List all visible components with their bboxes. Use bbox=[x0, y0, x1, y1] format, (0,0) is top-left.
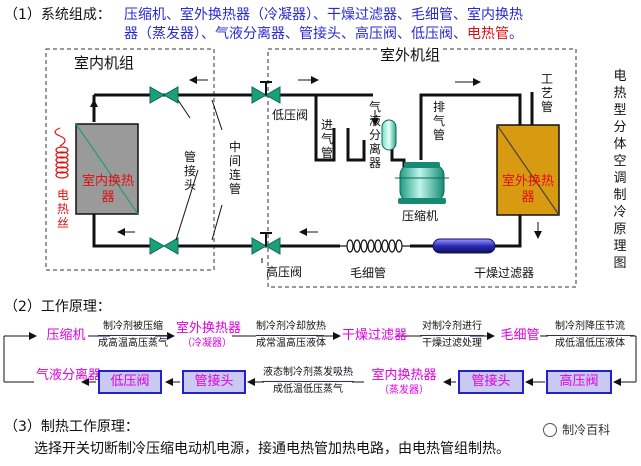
components-line1: 压缩机、室外换热器（冷凝器）、干燥过滤器、毛细管、室内换热 bbox=[124, 7, 523, 23]
flow-outdoor-hx: 室外换热器 （冷凝器） bbox=[176, 321, 242, 351]
flow-low-valve: 低压阀 bbox=[98, 370, 162, 394]
pipe-joint-label: 管接头 bbox=[183, 150, 196, 192]
process-throttle: 制冷剂降压节流 成低温低压液体 bbox=[546, 319, 634, 352]
flow-compressor: 压缩机 bbox=[46, 328, 86, 343]
flow-outdoor-hx-label: 室外换热器 bbox=[176, 321, 242, 336]
components-end: 。 bbox=[509, 26, 523, 42]
section3-body: 选择开关切断制冷压缩电动机电源，接通电热管加热电路，由电热管组制热。 bbox=[34, 441, 510, 457]
indoor-unit-boundary bbox=[45, 48, 215, 271]
components-line2: 器（蒸发器）、气液分离器、管接头、高压阀、低压阀、 bbox=[124, 26, 467, 42]
process-pipe-label: 工艺管 bbox=[540, 72, 553, 114]
process-filter: 对制冷剂进行 干燥过滤处理 bbox=[420, 319, 484, 352]
process-condense: 制冷剂冷却放热 成常温高压液体 bbox=[256, 319, 326, 352]
flow-joint-b: 管接头 bbox=[458, 370, 524, 394]
high-valve-label: 高压阀 bbox=[266, 265, 303, 279]
indoor-hx-label: 室内换热器 bbox=[82, 174, 135, 205]
outdoor-hx-label: 室外换热器 bbox=[501, 174, 554, 205]
flow-high-valve: 高压阀 bbox=[546, 370, 612, 394]
flow-indoor-hx: 室内换热器 （蒸发器） bbox=[362, 368, 446, 398]
heater-wire-label: 电热丝 bbox=[56, 188, 69, 230]
side-title: 电热型分体空调制冷原理图 bbox=[613, 69, 627, 271]
gas-liquid-separator bbox=[381, 119, 397, 151]
flow-indoor-hx-label: 室内换热器 bbox=[371, 368, 437, 383]
process-evaporate: 液态制冷剂蒸发吸热 成低温低压蒸气 bbox=[262, 365, 354, 398]
low-valve-label: 低压阀 bbox=[272, 108, 309, 122]
separator-label: 气液分离器 bbox=[368, 100, 381, 170]
components-line2-wrap: 器（蒸发器）、气液分离器、管接头、高压阀、低压阀、电热管。 bbox=[124, 23, 523, 43]
heater-coil bbox=[54, 127, 69, 179]
compressor-body bbox=[395, 162, 449, 204]
outdoor-unit-title: 室外机组 bbox=[378, 44, 443, 65]
low-pressure-valve bbox=[251, 81, 281, 104]
watermark-text: 制冷百科 bbox=[562, 423, 611, 437]
filter-label: 干燥过滤器 bbox=[474, 266, 535, 280]
flow-joint-a: 管接头 bbox=[182, 370, 246, 394]
watermark: 制冷百科 bbox=[540, 418, 614, 439]
pipes bbox=[92, 92, 534, 248]
leader-lines bbox=[175, 99, 263, 263]
drying-filter bbox=[432, 238, 496, 254]
section2-heading: （2）工作原理： bbox=[4, 299, 111, 315]
process-condense-top: 制冷剂冷却放热 bbox=[256, 319, 326, 336]
flow-capillary: 毛细管 bbox=[500, 328, 540, 343]
process-compress: 制冷剂被压缩 成高温高压蒸气 bbox=[98, 319, 168, 352]
indoor-unit-title: 室内机组 bbox=[74, 54, 135, 72]
process-compress-top: 制冷剂被压缩 bbox=[98, 319, 168, 336]
valve-indoor-top bbox=[149, 86, 179, 104]
wechat-icon bbox=[543, 422, 557, 437]
section1-heading: （1）系统组成： bbox=[4, 7, 111, 23]
compressor-label: 压缩机 bbox=[402, 209, 439, 223]
capillary-label: 毛细管 bbox=[350, 266, 387, 280]
process-compress-bottom: 成高温高压蒸气 bbox=[98, 338, 168, 349]
flow-indoor-hx-sub: （蒸发器） bbox=[379, 385, 429, 396]
valve-indoor-bottom bbox=[149, 237, 179, 255]
inlet-pipe-label: 进气管 bbox=[320, 118, 333, 160]
process-filter-bottom: 干燥过滤处理 bbox=[422, 338, 482, 349]
middle-pipe-label: 中间连管 bbox=[228, 140, 241, 196]
process-throttle-bottom: 成低温低压液体 bbox=[555, 338, 625, 349]
flow-separator: 气液分离器 bbox=[36, 368, 102, 383]
flow-outdoor-hx-sub: （冷凝器） bbox=[182, 338, 232, 349]
flow-filter: 干燥过滤器 bbox=[342, 328, 408, 343]
exhaust-pipe-label: 排气管 bbox=[432, 100, 445, 142]
section3-heading: （3）制热工作原理： bbox=[4, 419, 139, 435]
process-condense-bottom: 成常温高压液体 bbox=[256, 338, 326, 349]
components-heater: 电热管 bbox=[467, 26, 509, 42]
high-pressure-valve bbox=[251, 232, 281, 255]
process-throttle-top: 制冷剂降压节流 bbox=[546, 319, 634, 336]
process-evaporate-bottom: 成低温低压蒸气 bbox=[273, 384, 343, 395]
capillary-coil bbox=[340, 239, 410, 253]
process-evaporate-top: 液态制冷剂蒸发吸热 bbox=[262, 365, 354, 382]
process-filter-top: 对制冷剂进行 bbox=[420, 319, 484, 336]
